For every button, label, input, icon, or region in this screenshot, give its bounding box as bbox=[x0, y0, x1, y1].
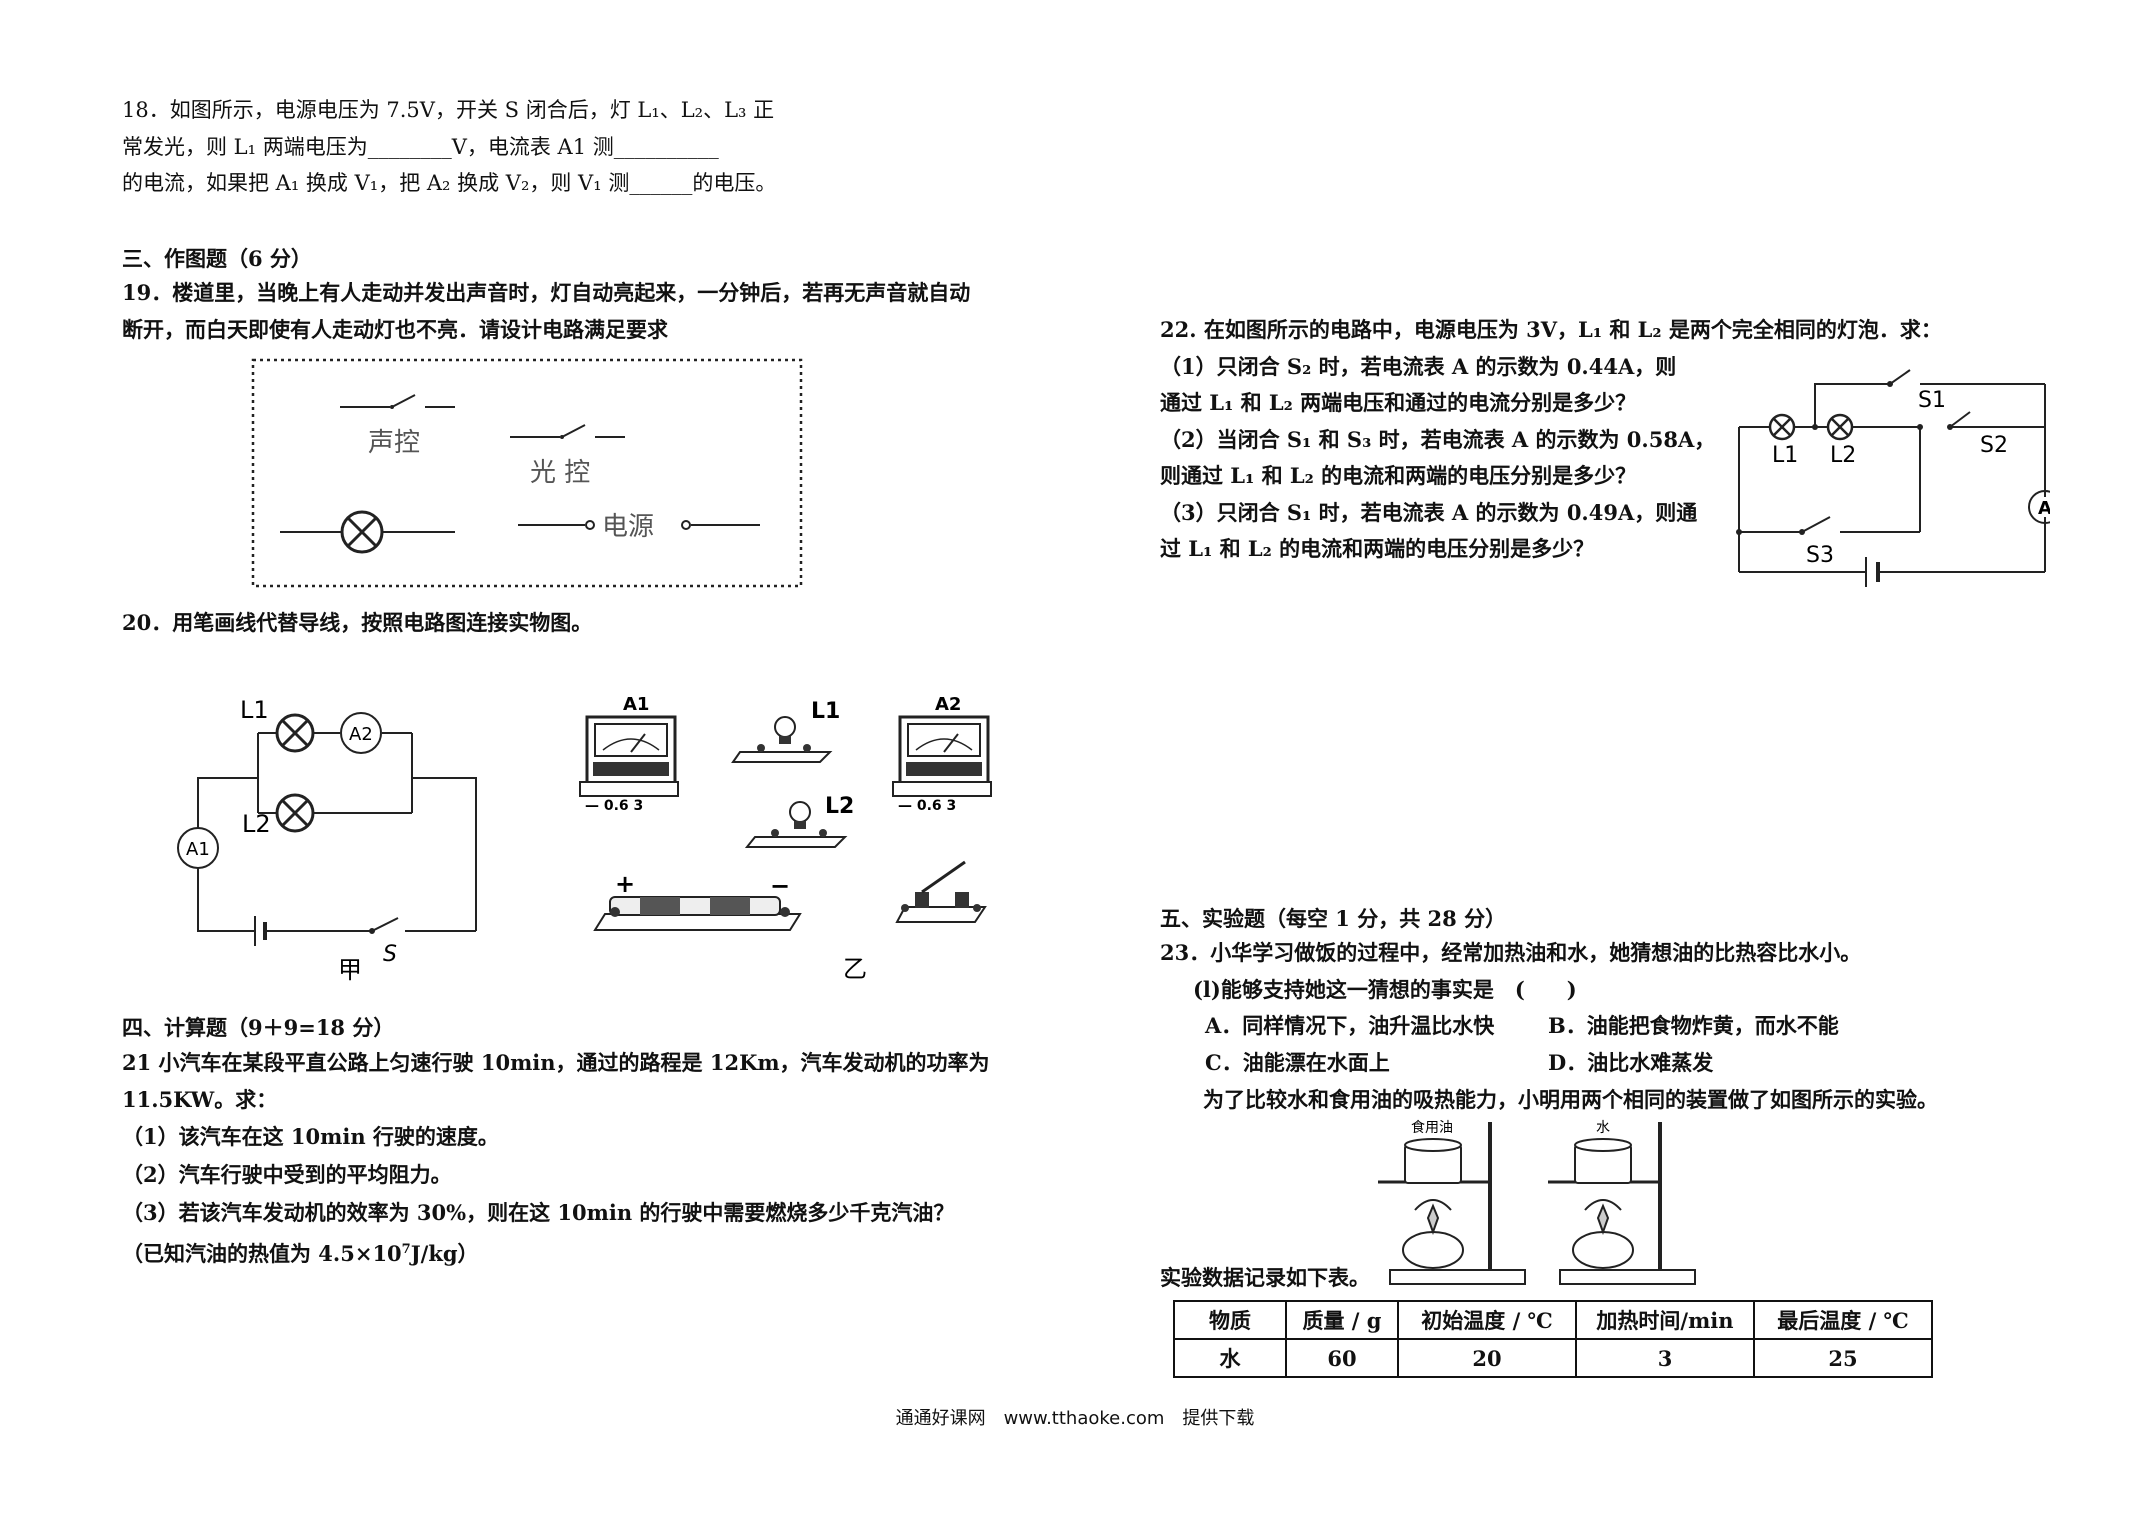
q23-option-c: C．油能漂在水面上 bbox=[1205, 1050, 1390, 1075]
device-label-a1: A1 bbox=[623, 694, 649, 715]
knife-switch-device bbox=[895, 860, 987, 923]
circuit-label-s: S bbox=[383, 942, 397, 967]
power-source-label: 电源 bbox=[602, 512, 654, 542]
table-cell: 25 bbox=[1753, 1338, 1933, 1378]
q22-part1-a: （1）只闭合 S₂ 时，若电流表 A 的示数为 0.44A，则 bbox=[1160, 354, 1677, 379]
circuit-label-a2: A2 bbox=[349, 724, 373, 745]
q22-label-l1: L1 bbox=[1772, 443, 1798, 468]
oil-beaker-label: 食用油 bbox=[1411, 1119, 1453, 1136]
device-label-a2: A2 bbox=[935, 694, 961, 715]
q23-record-text: 实验数据记录如下表。 bbox=[1160, 1265, 1370, 1290]
table-header-cell: 物质 bbox=[1173, 1300, 1287, 1340]
q21-part1: （1）该汽车在这 10min 行驶的速度。 bbox=[122, 1124, 499, 1149]
q22-label-s3: S3 bbox=[1806, 543, 1834, 568]
q20-circuit-diagram: L1 L2 A2 A1 S 甲 bbox=[177, 696, 477, 984]
q23-line2: 为了比较水和食用油的吸热能力，小明用两个相同的装置做了如图所示的实验。 bbox=[1203, 1087, 1938, 1112]
section-title-experiment: 五、实验题（每空 1 分，共 28 分） bbox=[1160, 906, 1507, 931]
table-cell: 3 bbox=[1575, 1338, 1755, 1378]
q23-option-a: A．同样情况下，油升温比水快 bbox=[1205, 1013, 1495, 1038]
table-header-cell: 加热时间/min bbox=[1575, 1300, 1755, 1340]
q23-line1: 23．小华学习做饭的过程中，经常加热油和水，她猜想油的比热容比水小。 bbox=[1160, 940, 1862, 965]
table-cell: 水 bbox=[1173, 1338, 1287, 1378]
q22-part2-a: （2）当闭合 S₁ 和 S₃ 时，若电流表 A 的示数为 0.58A， bbox=[1160, 427, 1716, 452]
table-header-cell: 最后温度 / ℃ bbox=[1753, 1300, 1933, 1340]
circuit-caption-jia: 甲 bbox=[338, 956, 362, 984]
q23-data-table: 物质 质量 / g 初始温度 / ℃ 加热时间/min 最后温度 / ℃ 水 6… bbox=[1173, 1300, 1933, 1378]
real-caption-yi: 乙 bbox=[843, 955, 867, 983]
table-header-row: 物质 质量 / g 初始温度 / ℃ 加热时间/min 最后温度 / ℃ bbox=[1173, 1300, 1933, 1340]
q23-option-d: D．油比水难蒸发 bbox=[1548, 1050, 1714, 1075]
ammeter-a2-device bbox=[892, 715, 992, 797]
q20-real-components: A1 — 0.6 3 L1 A2 — 0.6 3 L2 + − bbox=[579, 694, 992, 983]
circuit-label-l2: L2 bbox=[242, 810, 271, 838]
q22-label-s1: S1 bbox=[1918, 388, 1946, 413]
circuit-label-l1: L1 bbox=[240, 696, 269, 724]
q22-line1: 22. 在如图所示的电路中，电源电压为 3V，L₁ 和 L₂ 是两个完全相同的灯… bbox=[1160, 317, 1942, 342]
q22-part3-a: （3）只闭合 S₁ 时，若电流表 A 的示数为 0.49A，则通 bbox=[1160, 500, 1698, 525]
q18-line3: 的电流，如果把 A₁ 换成 V₁，把 A₂ 换成 V₂，则 V₁ 测______… bbox=[122, 171, 777, 195]
q19-component-box: 声控 光 控 电源 bbox=[251, 358, 803, 588]
q22-label-l2: L2 bbox=[1830, 443, 1856, 468]
table-cell: 60 bbox=[1285, 1338, 1399, 1378]
battery-minus-label: − bbox=[770, 872, 790, 900]
light-switch-symbol bbox=[510, 424, 625, 439]
bulb-l2-device bbox=[744, 801, 848, 848]
lamp-symbol bbox=[280, 510, 455, 554]
q21-note-suffix: J/kg） bbox=[410, 1241, 479, 1266]
q18-line1: 18．如图所示，电源电压为 7.5V，开关 S 闭合后，灯 L₁、L₂、L₃ 正 bbox=[122, 98, 775, 122]
q22-part2-b: 则通过 L₁ 和 L₂ 的电流和两端的电压分别是多少？ bbox=[1160, 463, 1637, 488]
table-cell: 20 bbox=[1397, 1338, 1577, 1378]
q23-sub1: (l)能够支持她这一猜想的事实是 ( ) bbox=[1193, 977, 1577, 1002]
battery-pack-device bbox=[593, 896, 802, 931]
q21-note-exponent: 7 bbox=[401, 1242, 411, 1257]
q22-part1-b: 通过 L₁ 和 L₂ 两端电压和通过的电流分别是多少？ bbox=[1160, 390, 1637, 415]
section-title-calculation: 四、计算题（9＋9=18 分） bbox=[122, 1015, 395, 1040]
q20-text: 20．用笔画线代替导线，按照电路图连接实物图。 bbox=[122, 610, 593, 635]
q23-heating-apparatus: 食用油 水 bbox=[1378, 1119, 1696, 1285]
q21-note-prefix: （已知汽油的热值为 4.5×10 bbox=[122, 1241, 402, 1266]
ammeter-a2-scale: — 0.6 3 bbox=[898, 798, 956, 814]
q22-label-s2: S2 bbox=[1980, 433, 2008, 458]
page-footer: 通通好课网 www.tthaoke.com 提供下载 bbox=[895, 1408, 1255, 1429]
device-label-l1: L1 bbox=[811, 699, 840, 724]
power-source-symbol bbox=[518, 520, 760, 530]
q21-heat-value-note: （已知汽油的热值为 4.5×107J/kg） bbox=[122, 1237, 479, 1267]
q22-circuit-diagram: S1 S2 S3 L1 L2 A bbox=[1736, 369, 2050, 587]
ammeter-a1-scale: — 0.6 3 bbox=[585, 798, 643, 814]
q19-line2: 断开，而白天即使有人走动灯也不亮．请设计电路满足要求 bbox=[122, 317, 668, 342]
battery-plus-label: + bbox=[615, 870, 635, 898]
oil-setup bbox=[1378, 1122, 1526, 1285]
table-header-cell: 初始温度 / ℃ bbox=[1397, 1300, 1577, 1340]
water-beaker-label: 水 bbox=[1596, 1120, 1610, 1136]
q22-label-a: A bbox=[2038, 498, 2050, 519]
q22-part3-b: 过 L₁ 和 L₂ 的电流和两端的电压分别是多少？ bbox=[1160, 536, 1595, 561]
sound-switch-label: 声控 bbox=[368, 428, 420, 458]
bulb-l1-device bbox=[731, 716, 833, 763]
q21-line2: 11.5KW。求： bbox=[122, 1087, 278, 1112]
table-header-cell: 质量 / g bbox=[1285, 1300, 1399, 1340]
q21-part3: （3）若该汽车发动机的效率为 30%，则在这 10min 的行驶中需要燃烧多少千… bbox=[122, 1200, 955, 1225]
water-setup bbox=[1548, 1122, 1696, 1285]
ammeter-a1-device bbox=[579, 715, 679, 797]
table-row: 水 60 20 3 25 bbox=[1173, 1338, 1933, 1378]
circuit-label-a1: A1 bbox=[186, 839, 210, 860]
q23-option-b: B．油能把食物炸黄，而水不能 bbox=[1548, 1013, 1839, 1038]
q21-part2: （2）汽车行驶中受到的平均阻力。 bbox=[122, 1162, 452, 1187]
q19-line1: 19．楼道里，当晚上有人走动并发出声音时，灯自动亮起来，一分钟后，若再无声音就自… bbox=[122, 280, 971, 305]
q18-line2: 常发光，则 L₁ 两端电压为________V，电流表 A1 测________… bbox=[122, 135, 719, 159]
section-title-drawing: 三、作图题（6 分） bbox=[122, 246, 312, 271]
light-switch-label: 光 控 bbox=[530, 458, 590, 488]
device-label-l2: L2 bbox=[825, 794, 854, 819]
sound-switch-symbol bbox=[340, 394, 455, 409]
q21-line1: 21 小汽车在某段平直公路上匀速行驶 10min，通过的路程是 12Km，汽车发… bbox=[122, 1050, 990, 1075]
